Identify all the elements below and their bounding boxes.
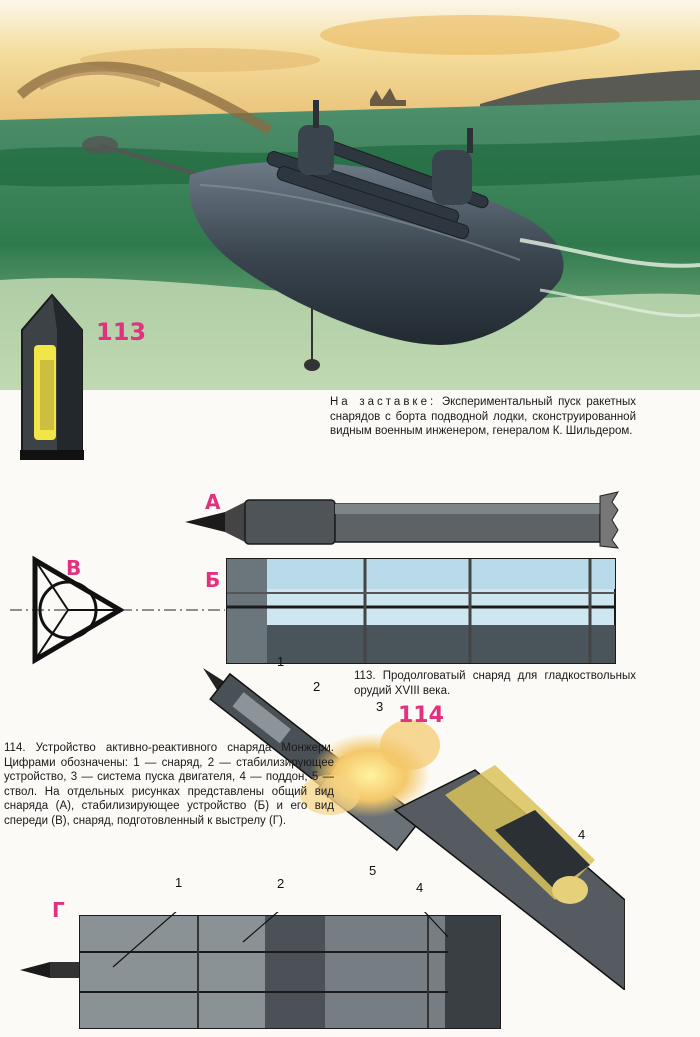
callout-5: 5 [369, 863, 377, 878]
callout-4: 4 [578, 827, 586, 842]
front-view-v [10, 555, 225, 665]
fig114-caption: 114. Устройство активно-реактивного снар… [4, 742, 334, 827]
projectile-view-g [20, 912, 501, 1029]
cannon-cutaway-drawing [203, 668, 625, 990]
callout-2: 2 [313, 679, 321, 694]
top-caption-lead: На заставке: [330, 396, 437, 408]
callout-g4: 4 [416, 880, 424, 895]
fig114-number: 114 [398, 703, 444, 728]
callout-g2: 2 [277, 876, 285, 891]
fig113-shell-drawing [20, 293, 84, 460]
fig113-number: 113 [96, 318, 147, 346]
top-caption-text: Экспериментальный пуск ракетных снарядов… [330, 396, 636, 437]
label-b: Б [205, 568, 221, 592]
callout-3: 3 [376, 699, 384, 714]
projectile-view-a [185, 491, 620, 549]
label-g: Г [52, 898, 65, 922]
submarine-illustration [0, 0, 700, 390]
fig113-caption: 113. Продолговатый снаряд для гладкоство… [354, 670, 636, 697]
stabilizer-view-b [226, 558, 616, 664]
callout-1: 1 [277, 654, 285, 669]
callout-g1: 1 [175, 875, 183, 890]
label-a: А [205, 490, 221, 514]
top-caption: На заставке: Экспериментальный пуск раке… [330, 395, 636, 439]
label-v: В [66, 556, 82, 580]
